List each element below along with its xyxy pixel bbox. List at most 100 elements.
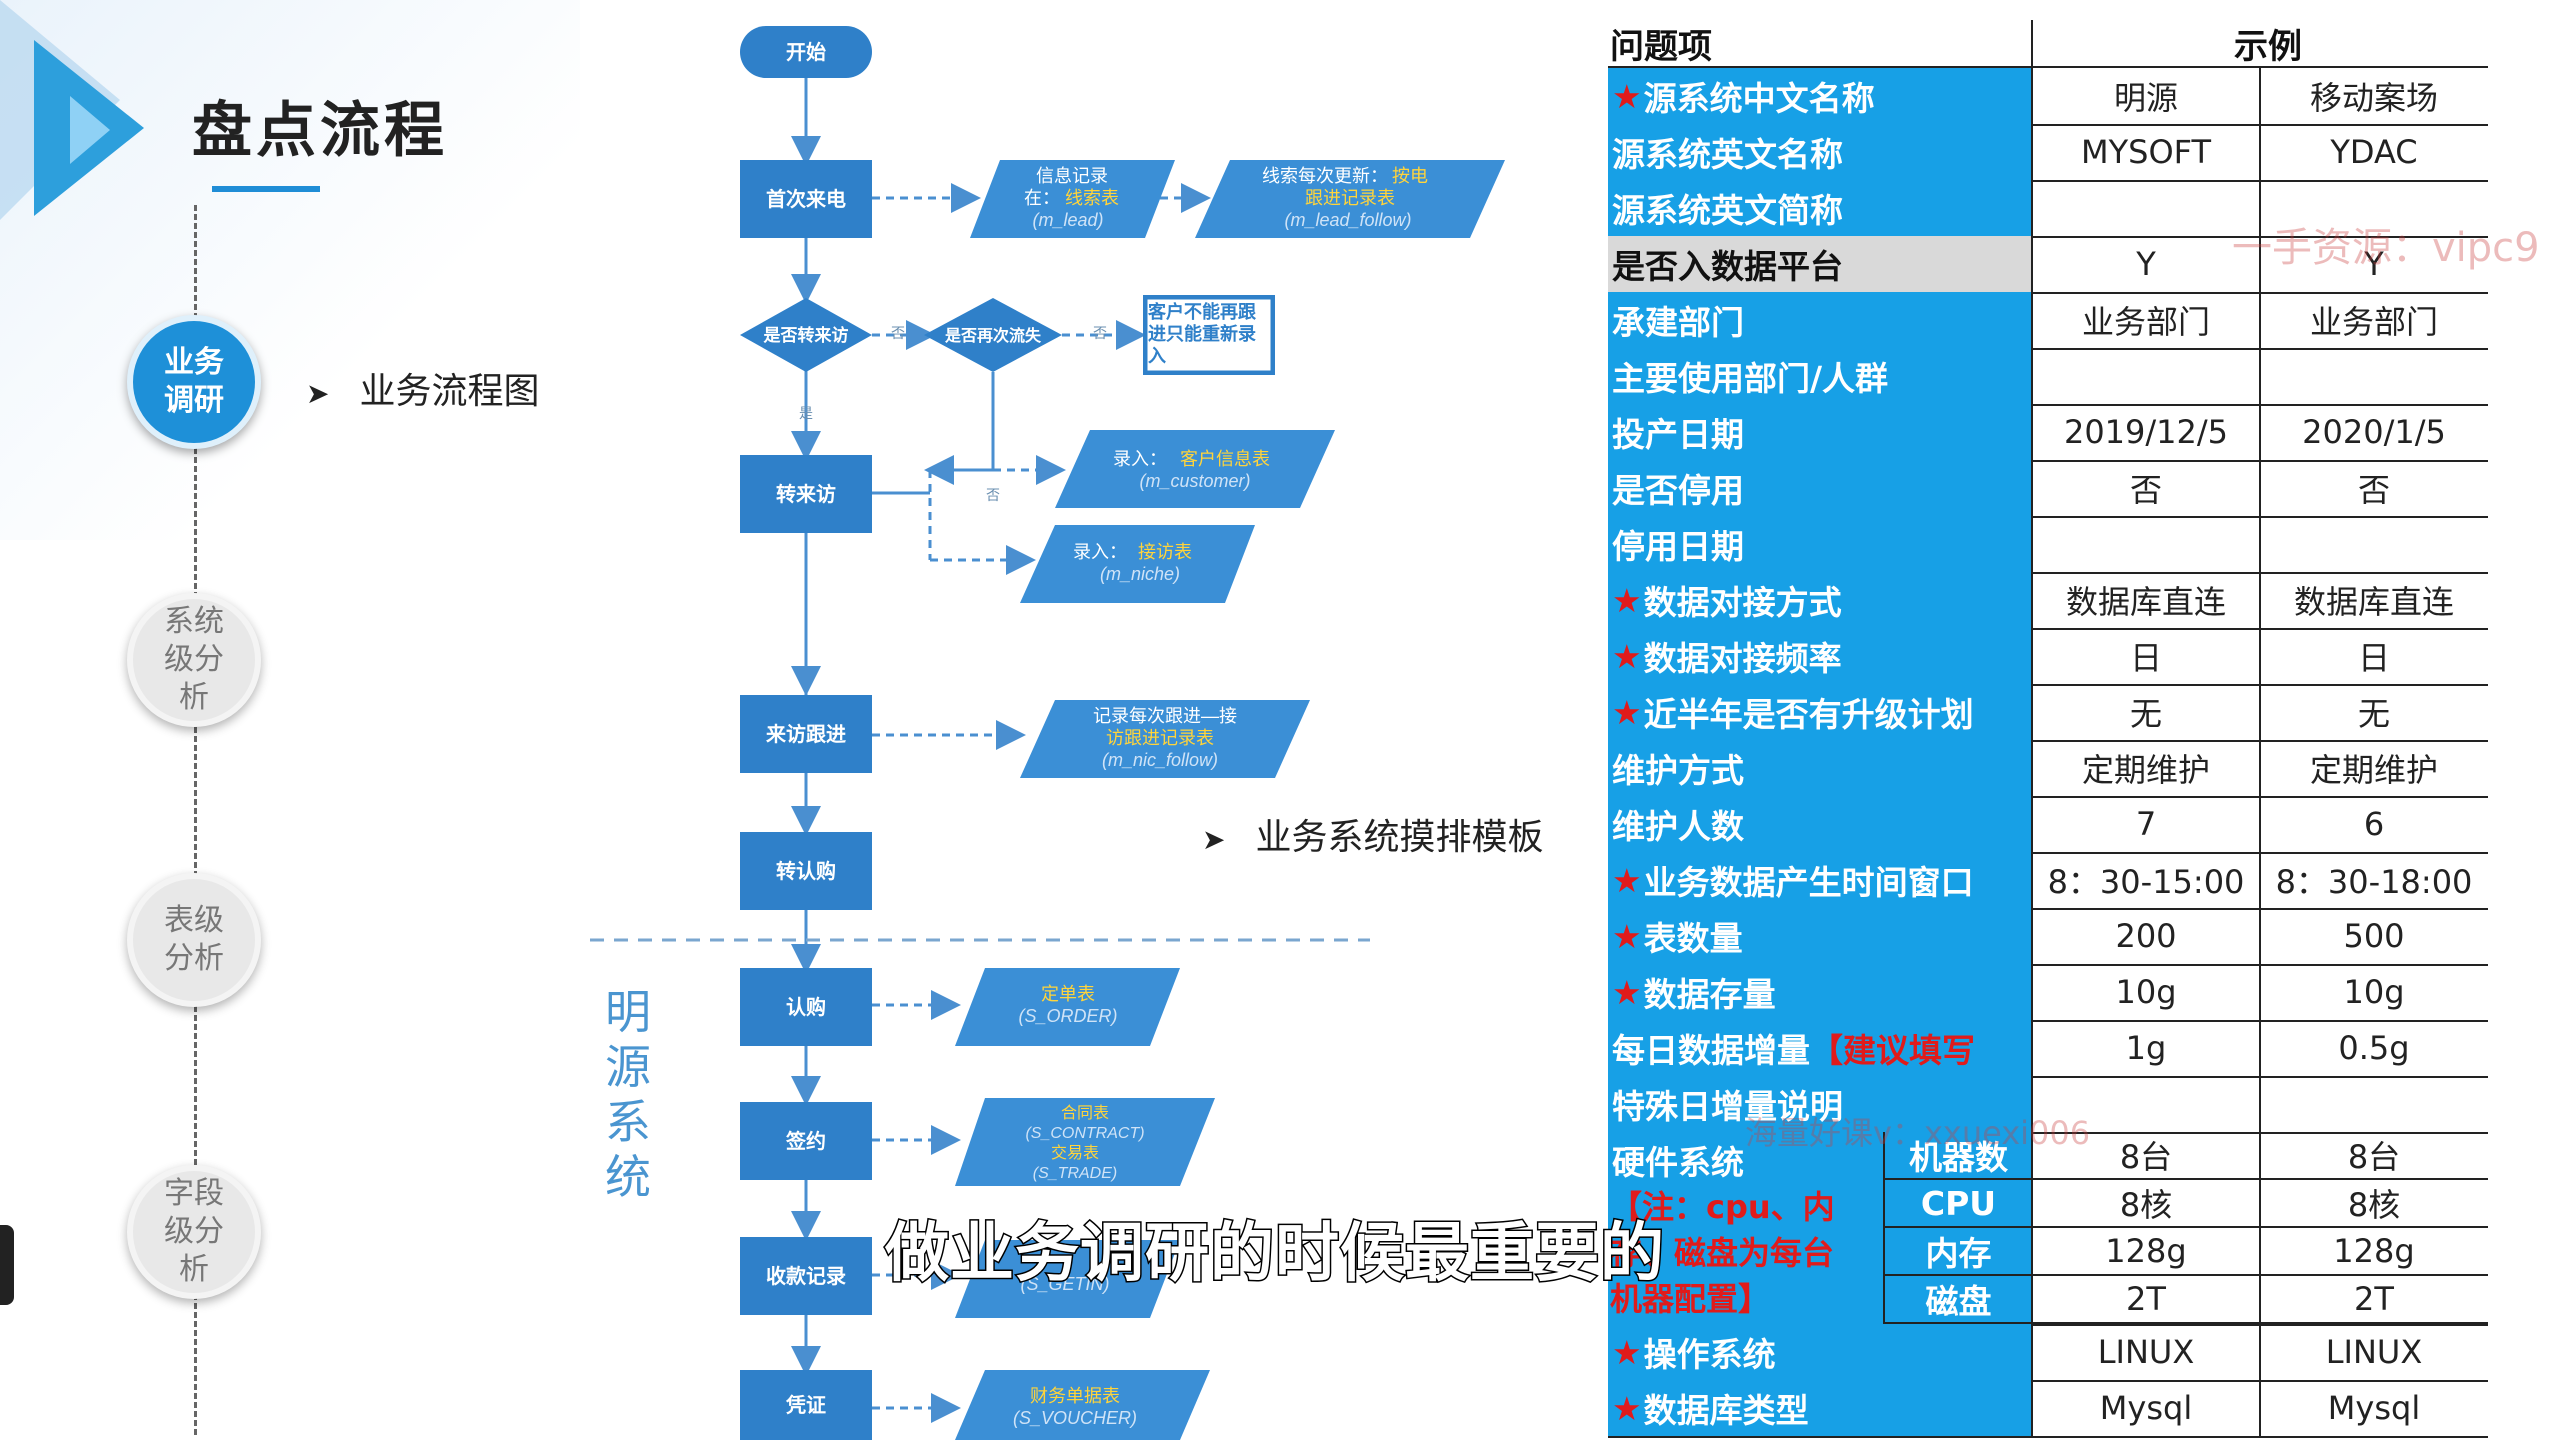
table-cell: 200 [2115,917,2177,955]
table-cell: 移动案场 [2309,79,2438,117]
table-cell: 1g [2125,1029,2167,1067]
table-cell: 日 [2357,639,2390,677]
table-cell: 128g [2260,1228,2488,1276]
table-cell: Mysql [2099,1389,2193,1427]
page-title: 盘点流程 [192,96,448,166]
table-row: 停用日期 [1608,516,2488,574]
data-label-leadf-1: 线索每次更新： [1262,166,1388,186]
table-row: ★数据对接频率日日 [1608,628,2488,686]
hardware-item-label: 机器数 [1883,1132,2032,1180]
arrow-icon: ➤ [1202,823,1226,856]
sub-item-label: 业务流程图 [359,371,540,412]
data-label-cust-1: 录入： [1113,449,1167,469]
video-subtitle: 做业务调研的时候最重要的 [884,1216,1666,1293]
table-row: 特殊日增量说明 [1608,1076,2488,1134]
table-row: 维护方式定期维护定期维护 [1608,740,2488,798]
row-label: 源系统英文名称 [1608,124,2032,180]
table-cell [2032,516,2260,572]
arrow-icon: ➤ [306,377,330,410]
table-cell: 8：30-15:00 [2047,863,2245,901]
flow-label-start: 开始 [786,40,826,64]
row-label: 是否停用 [1608,460,2032,516]
table-cell: 无 [2357,695,2390,733]
table-row: 是否停用否否 [1608,460,2488,518]
table-cell: Y [2136,245,2156,283]
row-label-note: 【建议填写 [1810,1031,1975,1070]
table-cell: 8核 [2032,1180,2260,1228]
table-cell: 2T [2032,1276,2260,1324]
row-label-text: 数据库类型 [1643,1391,1809,1430]
row-label-text: 维护方式 [1612,751,1744,790]
flow-node-voucher [740,1370,872,1440]
required-star-icon: ★ [1612,76,1642,116]
table-cell: 0.5g [2338,1029,2410,1067]
data-label-info-4: (m_lead) [1032,210,1103,230]
nav-item-field-analysis[interactable]: 字段级分析 [127,1165,261,1299]
nav-item-system-analysis[interactable]: 系统级分析 [127,593,261,727]
table-cell: 7 [2135,805,2157,843]
table-cell: 否 [2129,471,2162,509]
table-cell: 数据库直连 [2065,583,2226,621]
table-row: ★数据库类型 Mysql Mysql [1608,1380,2488,1438]
table-cell: 业务部门 [2081,303,2210,341]
table-cell: 业务部门 [2309,303,2438,341]
required-star-icon: ★ [1612,916,1642,956]
data-label-order-2: (S_ORDER) [1018,1006,1117,1026]
hardware-note-line: 【注：cpu、内 [1610,1188,1835,1226]
data-label-info-3: 线索表 [1065,188,1119,208]
table-cell [2260,348,2488,404]
row-label: ★数据对接频率 [1608,628,2032,684]
data-label-niche-3: (m_niche) [1100,564,1180,584]
table-cell: LINUX [2325,1333,2423,1371]
table-cell [2032,180,2260,236]
row-label: 维护人数 [1608,796,2032,852]
flow-label-voucher: 凭证 [785,1393,826,1417]
table-cell: 6 [2363,805,2385,843]
data-label-cust-2: 客户信息表 [1180,449,1270,469]
flow-label-payment: 收款记录 [766,1264,846,1288]
sub-item-business-system-template[interactable]: ➤业务系统摸排模板 [1202,808,1543,860]
table-cell: 定期维护 [2309,751,2438,789]
data-label-finance-1: 财务单据表 [1030,1386,1120,1406]
row-label: ★数据存量 [1608,964,2032,1020]
data-box-info-record [970,160,1175,238]
data-label-contract-3: 交易表 [1051,1144,1099,1162]
row-label: 维护方式 [1608,740,2032,796]
row-label: 源系统英文简称 [1608,180,2032,236]
table-cell: 10g [2115,973,2177,1011]
nav-item-business-research[interactable]: 业务调研 [127,315,261,449]
flow-node-is-visit [740,298,872,372]
table-row: ★近半年是否有升级计划无无 [1608,684,2488,742]
row-label-text: 承建部门 [1612,303,1744,342]
table-cell: Mysql [2327,1389,2421,1427]
watermark-mid: 海量好课v：xxuexi006 [1745,1114,2091,1152]
table-row: 源系统英文简称 [1608,180,2488,238]
row-label: ★数据库类型 [1608,1380,2032,1436]
row-label-text: 维护人数 [1612,807,1744,846]
table-cell: MYSOFT [2080,133,2212,171]
hardware-note-line: 机器配置】 [1610,1280,1771,1318]
nav-item-table-analysis[interactable]: 表级分析 [127,873,261,1007]
table-cell [2032,348,2260,404]
hardware-item-label: CPU [1883,1180,2032,1228]
header-example: 示例 [2234,26,2302,67]
edge-label-no-2: 否 [1093,325,1107,341]
row-label-text: 特殊日增量说明 [1612,1087,1843,1126]
hardware-title: 硬件系统 [1612,1143,1744,1182]
table-cell [2260,516,2488,572]
data-label-niche-1: 录入： [1073,542,1127,562]
data-label-info-1: 信息记录 [1036,166,1108,186]
data-label-contract-2: (S_CONTRACT) [1025,1125,1144,1142]
data-label-niche-2: 接访表 [1138,542,1192,562]
sub-item-business-flowchart[interactable]: ➤ 业务流程图 [306,362,539,414]
watermark-top: 一手资源：vipc9 [2232,225,2540,271]
table-cell: 128g [2032,1228,2260,1276]
data-label-follow-2: 访跟进记录表 [1106,728,1214,748]
data-box-lead-follow [1195,160,1505,238]
table-cell: 8：30-18:00 [2275,863,2473,901]
table-cell: LINUX [2097,1333,2195,1371]
